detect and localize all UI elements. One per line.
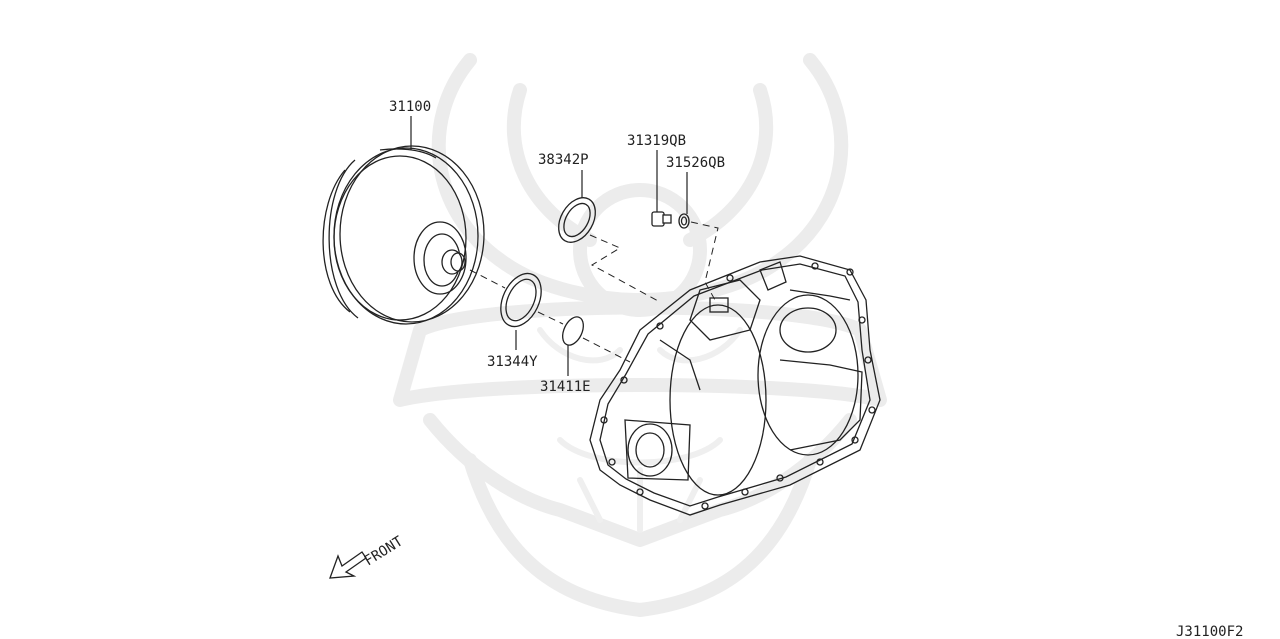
label-washer: 31526QB: [666, 155, 725, 171]
front-direction-label: FRONT: [362, 533, 407, 569]
samurai-helmet-icon: [393, 53, 887, 617]
o-ring[interactable]: [559, 314, 588, 349]
torque-converter[interactable]: [322, 145, 485, 325]
oil-seal-small[interactable]: [551, 191, 603, 249]
bolt[interactable]: [651, 211, 672, 227]
label-o-ring: 31411E: [540, 379, 591, 395]
case-bolt-holes: [600, 262, 876, 510]
assembly-lines: [469, 221, 719, 363]
transmission-case[interactable]: [589, 255, 881, 516]
label-oil-seal-large: 31344Y: [487, 354, 538, 370]
label-torque-converter: 31100: [389, 99, 431, 115]
leader-lines: [410, 116, 688, 376]
label-bolt: 31319QB: [627, 133, 686, 149]
washer[interactable]: [678, 213, 690, 229]
label-oil-seal-small: 38342P: [538, 152, 589, 168]
diagram-code: J31100F2: [1176, 624, 1243, 639]
front-arrow-icon: [329, 551, 367, 579]
oil-seal-large[interactable]: [493, 267, 549, 333]
